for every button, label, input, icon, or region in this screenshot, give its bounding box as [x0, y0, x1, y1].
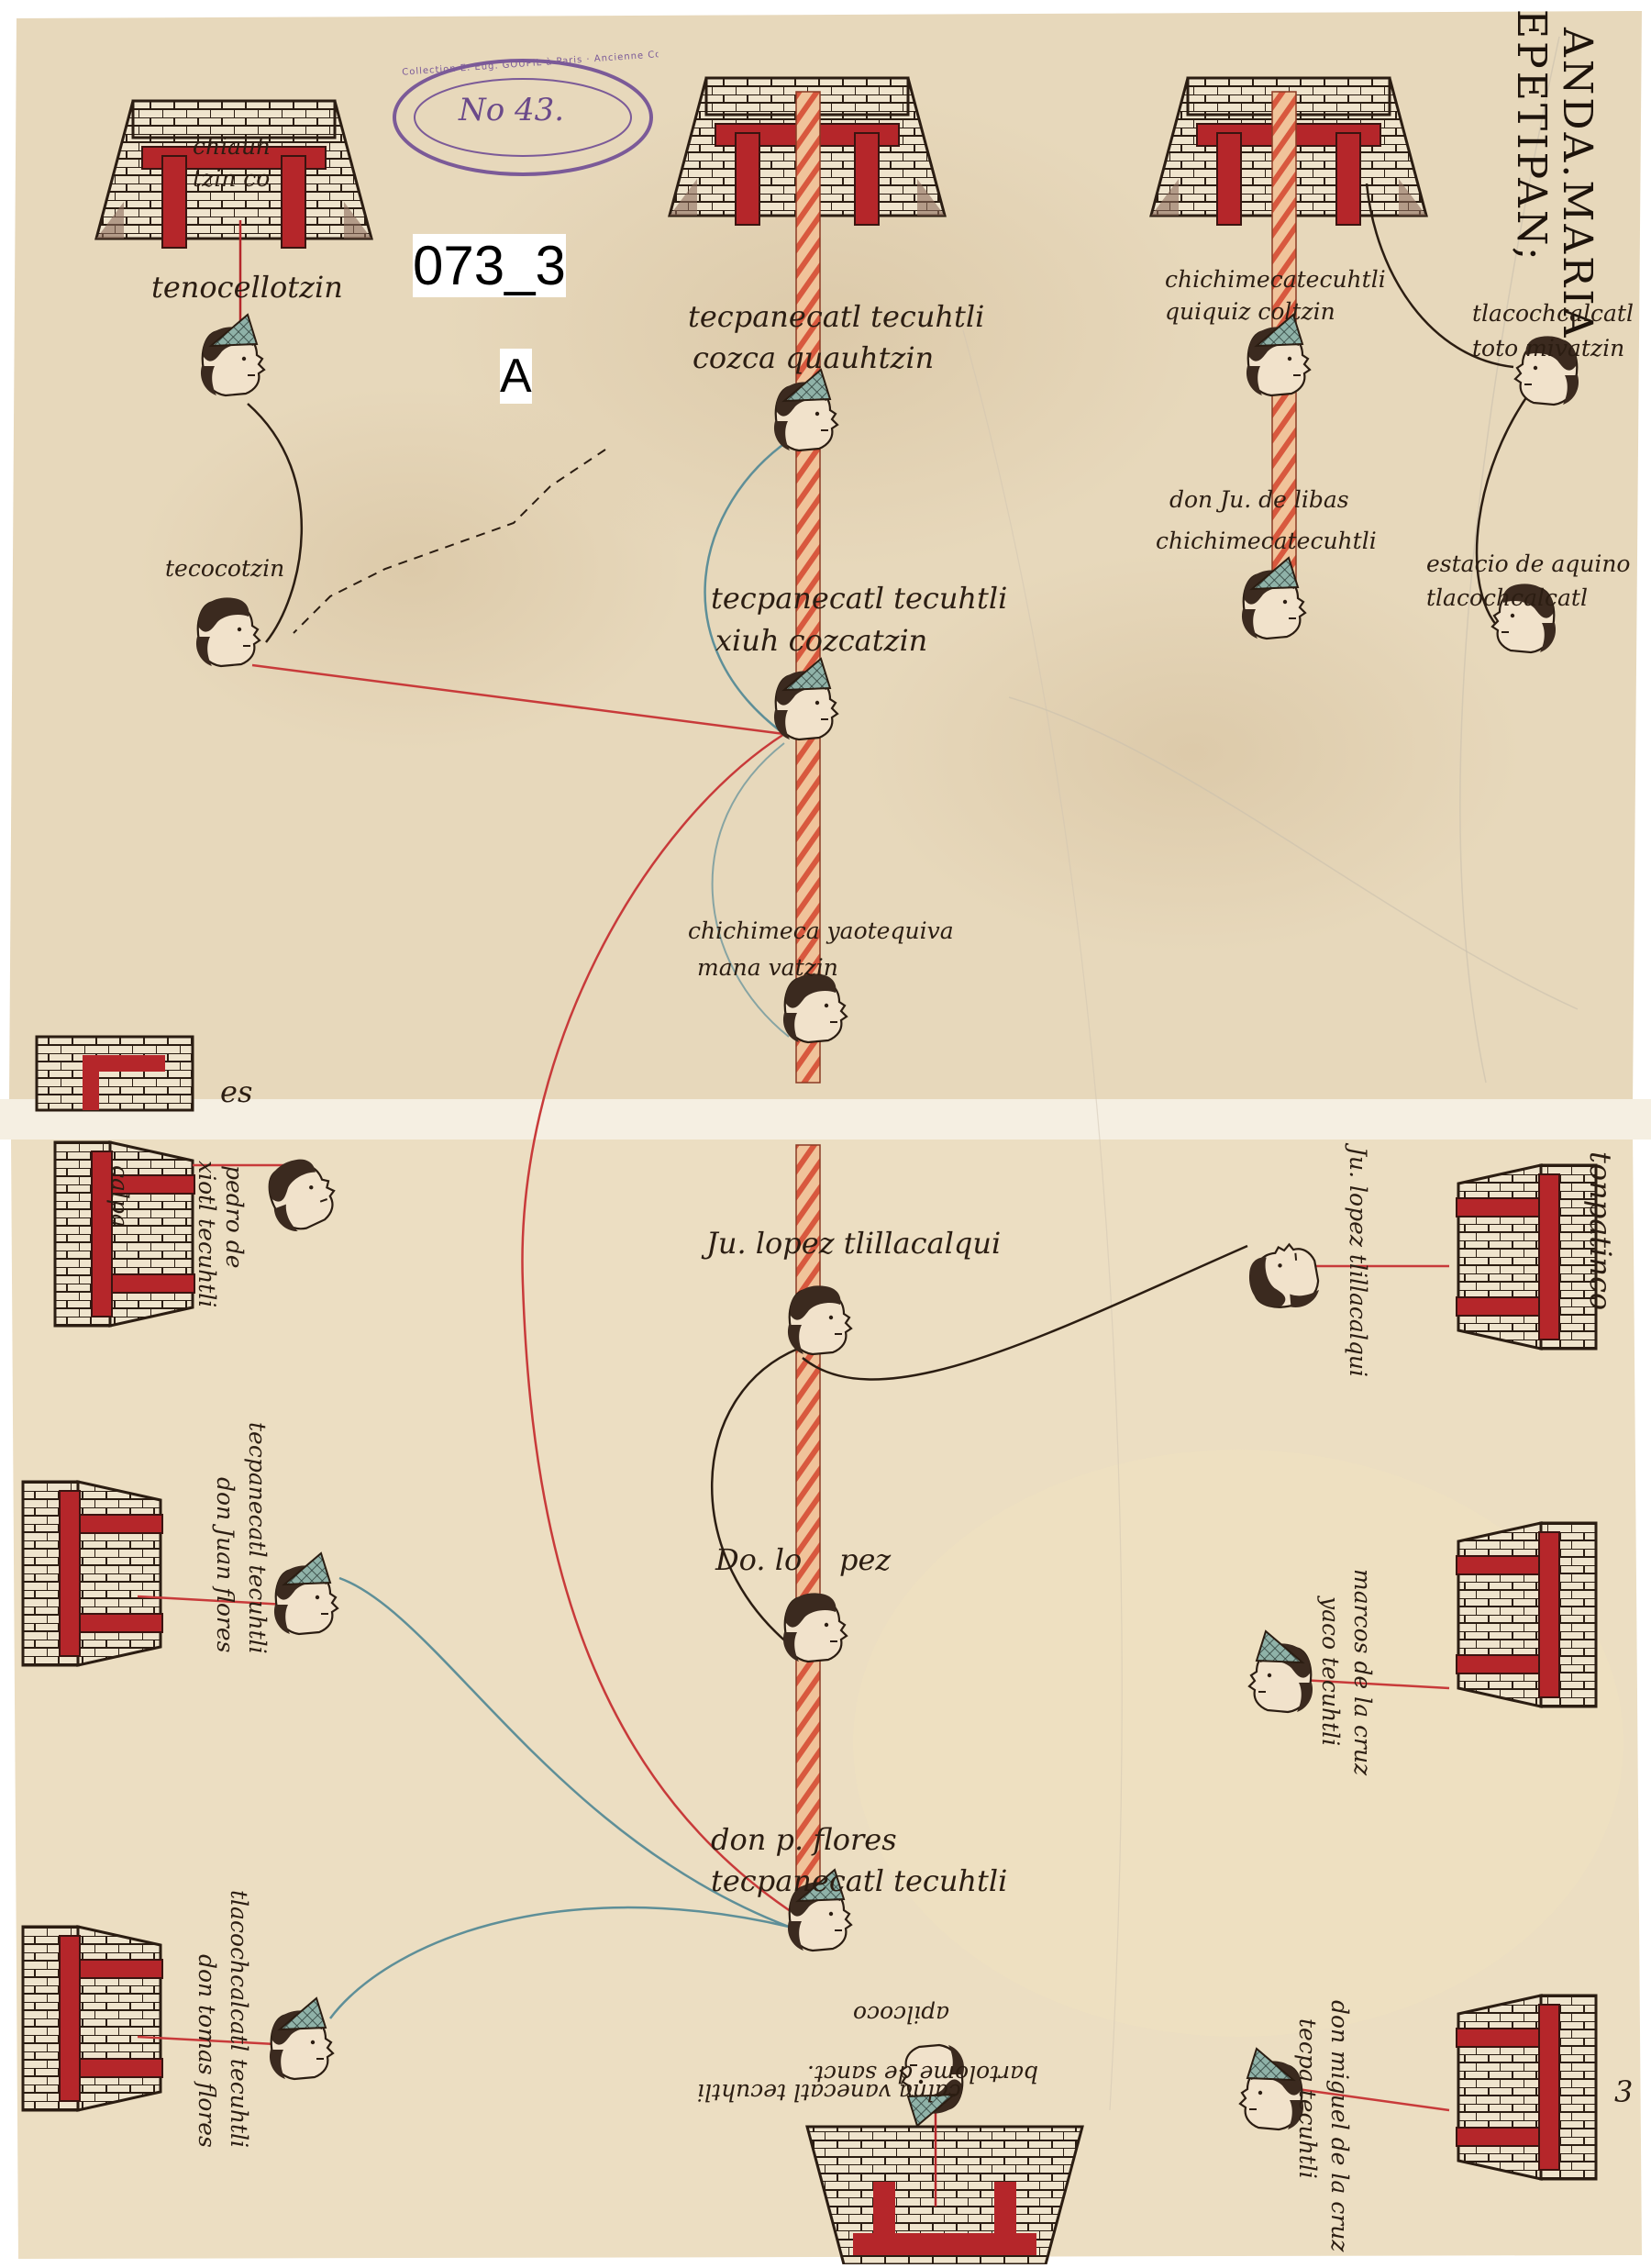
temple-right-2	[1455, 1521, 1598, 1708]
gloss-chiauhtzinco-1: chiauh	[193, 133, 271, 160]
sidenote-left: es	[220, 1074, 253, 1109]
gloss-libas-a: don Ju. de libas	[1169, 486, 1349, 513]
gloss-juan-flores-b: tecpanecatl tecuhtli	[244, 1422, 271, 1654]
gloss-tecpanecatl-2b: xiuh cozcatzin	[715, 623, 928, 658]
gloss-tecpanecatl-1b: cozca quauhtzin	[693, 340, 935, 375]
temple-right-1	[1455, 1163, 1598, 1351]
gloss-estacio-a: estacio de aquino	[1426, 550, 1631, 577]
gloss-tecocotzin: tecocotzin	[165, 555, 285, 582]
gloss-totomivatzin-a: tlacochcalcatl	[1472, 300, 1634, 327]
gloss-pedro-xiotl-b: xiotl tecuhtli	[194, 1161, 220, 1308]
page-label: 073_3	[413, 234, 566, 297]
gloss-yaotequiva-b: mana vatzin	[697, 954, 838, 981]
gloss-juan-flores-a: don Juan flores	[212, 1477, 238, 1653]
gloss-tecpanecatl-2a: tecpanecatl tecuhtli	[711, 581, 1008, 616]
gloss-miguel-a: don miguel de la cruz	[1326, 2000, 1353, 2252]
gloss-marcos-b: yaco tecuhtli	[1317, 1596, 1344, 1747]
stamp-number: No 43.	[459, 92, 565, 128]
gloss-tecpanecatl-1a: tecpanecatl tecuhtli	[688, 299, 985, 334]
gloss-libas-b: chichimecatecuhtli	[1156, 528, 1377, 554]
gloss-bottom-upside-b: calna vanecatl tecuhtli	[697, 2079, 961, 2106]
temple-left-2	[21, 1480, 164, 1667]
gloss-pedro-flores-a: don p. flores	[711, 1822, 897, 1857]
gloss-do-lopez-b: pez	[839, 1542, 892, 1577]
gloss-totomivatzin-b: toto mivatzin	[1472, 335, 1625, 361]
gloss-marcos-a: marcos de la cruz	[1349, 1569, 1376, 1776]
gloss-tenocellotzin: tenocellotzin	[151, 270, 343, 305]
gloss-tomas-b: tlacochcalcatl tecuhtli	[226, 1890, 252, 2148]
gloss-juan-lopez-right: Ju. lopez tlillacalqui	[1345, 1147, 1371, 1377]
gloss-chiauhtzinco-2: tzin co	[193, 165, 271, 192]
gloss-tonpatinco: tonpatinco	[1583, 1151, 1618, 1311]
title-line-1: ANDA.MARIA	[1554, 28, 1601, 340]
gloss-estacio-b: tlacochcalcatl	[1426, 584, 1588, 611]
gloss-do-lopez-a: Do. lo	[715, 1542, 803, 1577]
temple-left-3	[21, 1925, 164, 2112]
gloss-calpan: calpa	[106, 1165, 133, 1228]
temple-right-3	[1455, 1994, 1598, 2181]
page-sublabel: A	[500, 349, 532, 404]
gloss-quiquizcoltzin-a: chichimecatecuhtli	[1165, 266, 1386, 293]
gloss-bottom-upside-c: apilcoco	[853, 2001, 950, 2028]
gloss-quiquizcoltzin-b: quiquiz coltzin	[1165, 298, 1335, 325]
gloss-juan-lopez: Ju. lopez tlillacalqui	[706, 1226, 1002, 1261]
gloss-tomas-a: don tomas flores	[194, 1954, 220, 2148]
gloss-pedro-flores-b: tecpanecatl tecuhtli	[711, 1863, 1008, 1898]
gloss-miguel-b: tecpa tecuhtli	[1294, 2018, 1321, 2179]
gloss-yaotequiva-a: chichimeca yaotequiva	[688, 917, 954, 944]
sidenote-right: 3	[1614, 2074, 1634, 2109]
title-line-2: EPETIPAN;	[1508, 9, 1555, 263]
